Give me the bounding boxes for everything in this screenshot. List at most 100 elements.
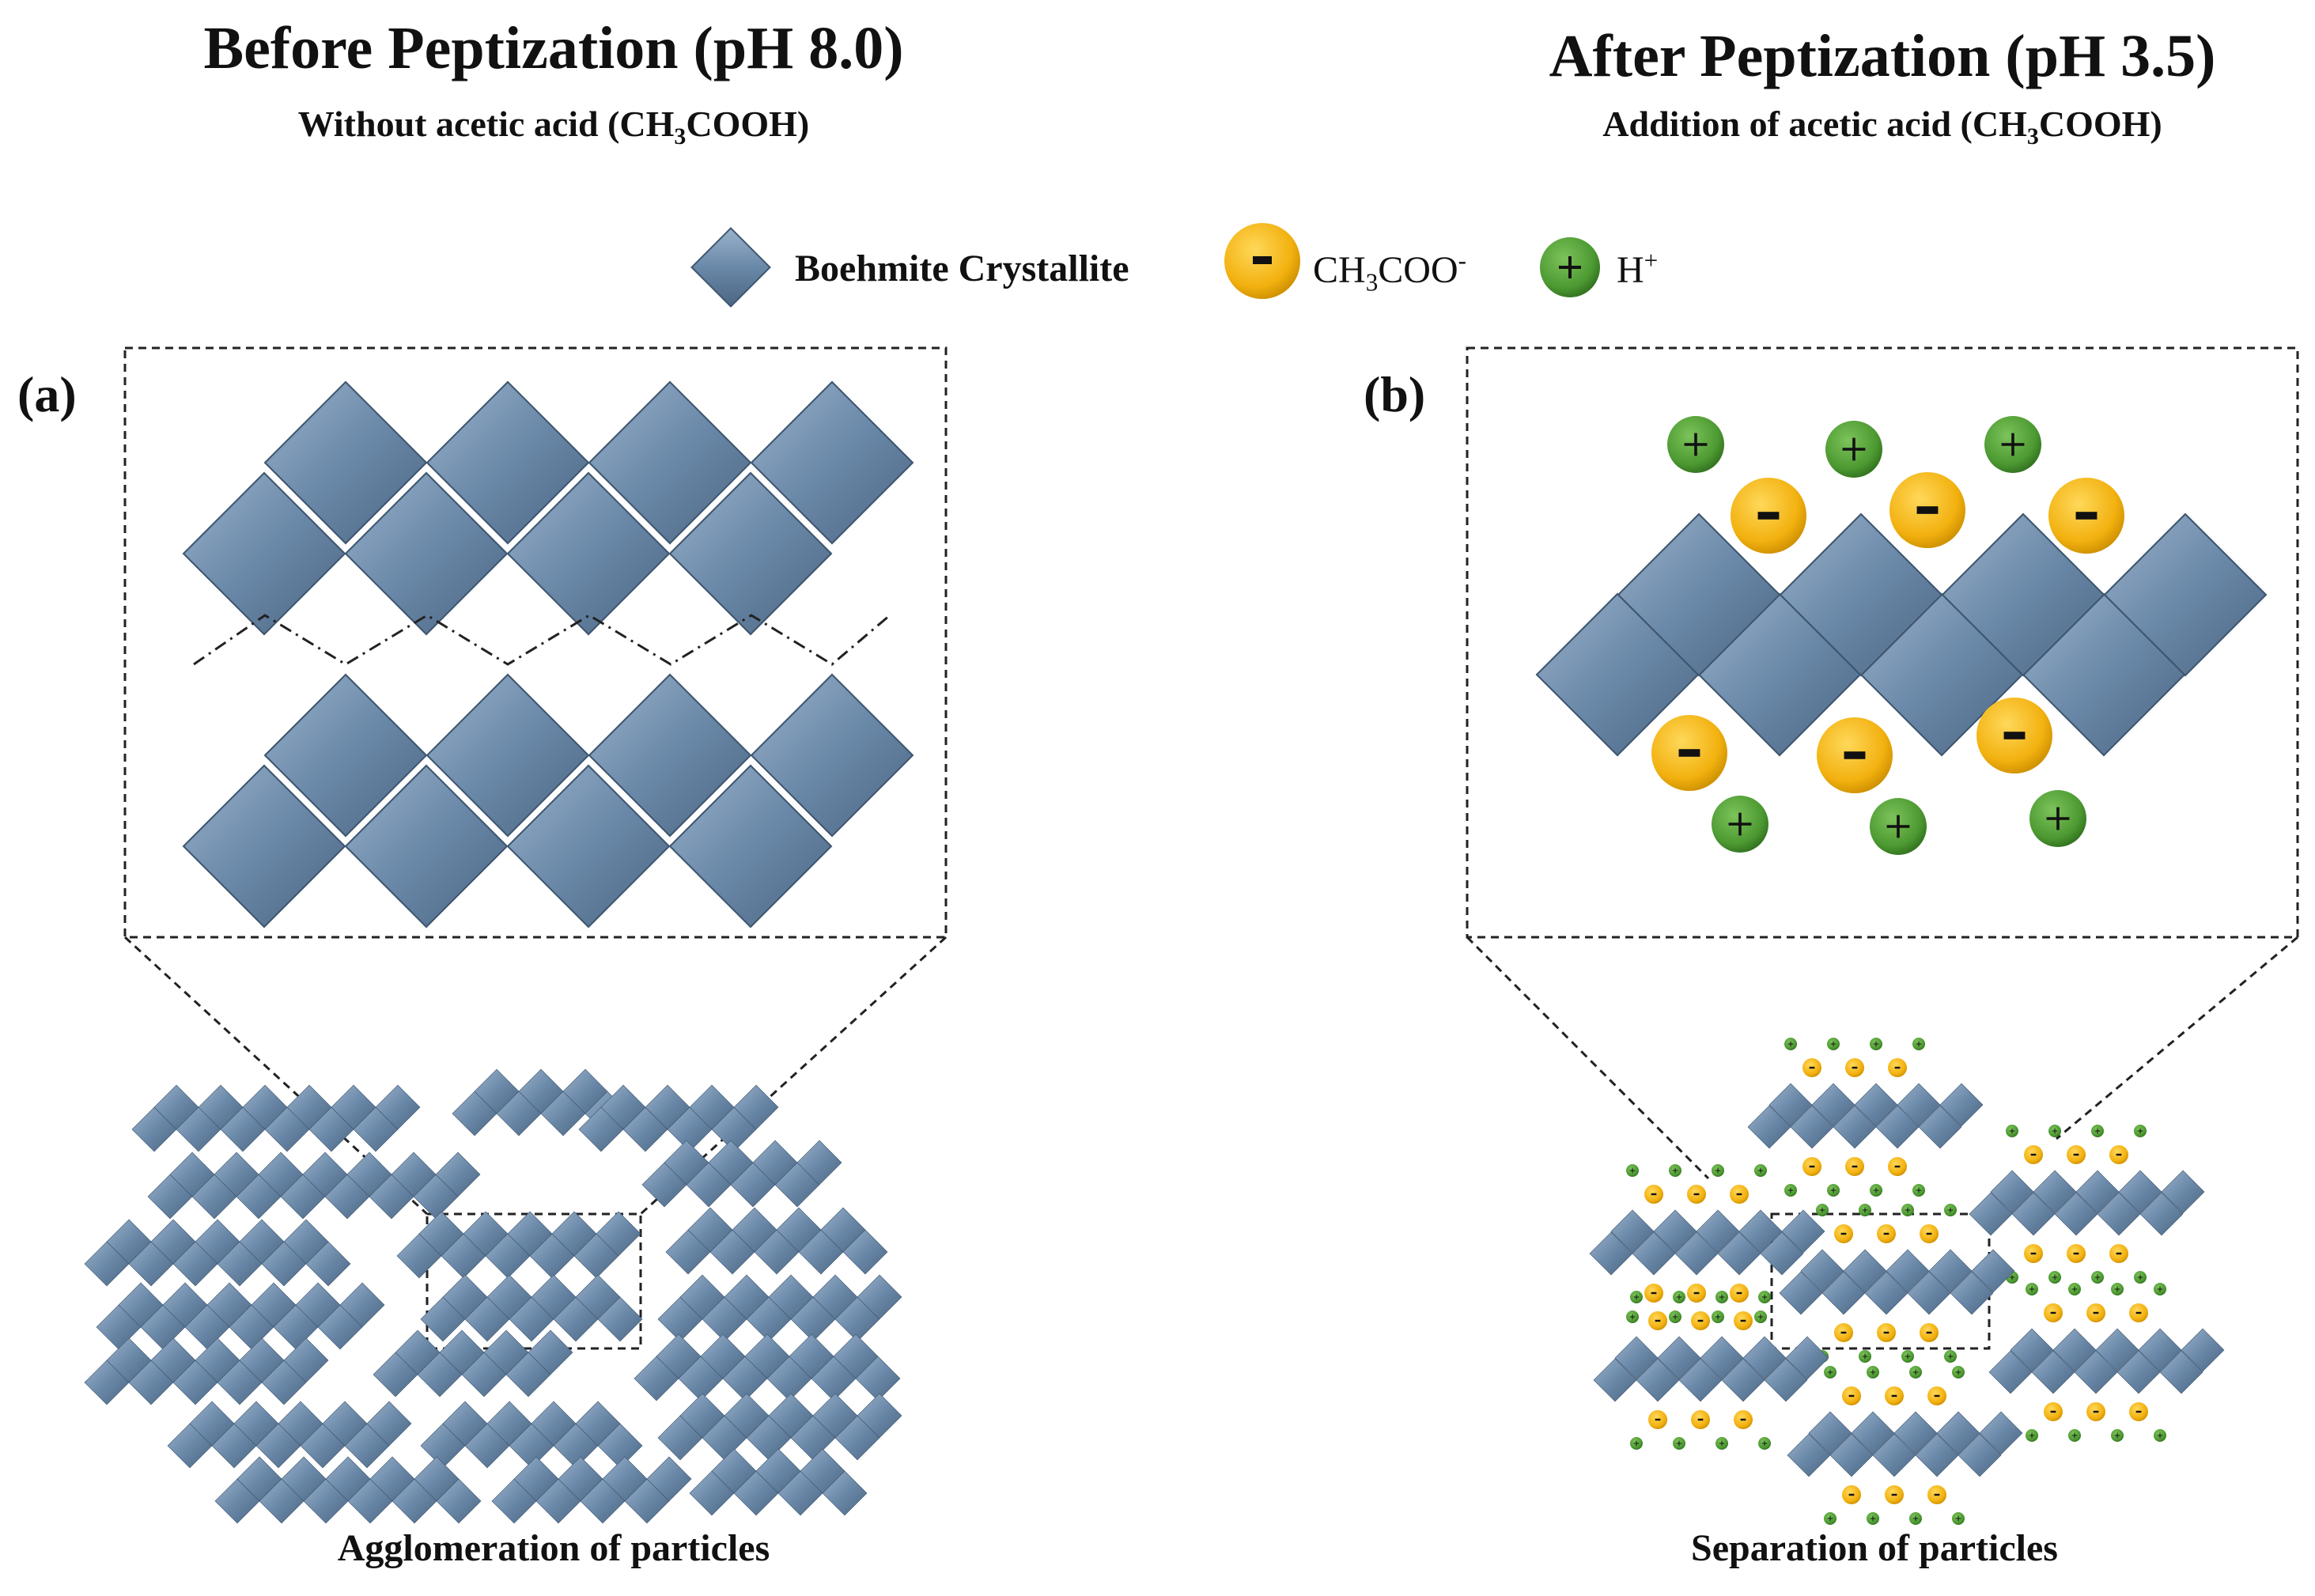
crystallite bbox=[2161, 1170, 2205, 1214]
crystallite bbox=[339, 1282, 385, 1328]
crystallite bbox=[1779, 512, 1943, 677]
cation-icon bbox=[1626, 1310, 1639, 1323]
crystallite bbox=[1833, 1105, 1877, 1149]
crystallite bbox=[1939, 1083, 1984, 1127]
anion-icon bbox=[1976, 698, 2052, 773]
agglomerate-row bbox=[634, 1333, 901, 1401]
cation-icon bbox=[1669, 1310, 1681, 1323]
anion-icon bbox=[1802, 1157, 1821, 1176]
anion-icon bbox=[1730, 1284, 1749, 1303]
separated-particle bbox=[1787, 1366, 2023, 1525]
crystallite bbox=[1653, 1209, 1697, 1254]
hydrogen-bond-line bbox=[193, 614, 891, 666]
agglomerate-row bbox=[147, 1152, 481, 1220]
crystallite bbox=[1988, 1350, 2033, 1394]
crystallite bbox=[2052, 1328, 2097, 1372]
crystallite bbox=[2011, 1192, 2056, 1236]
crystallite bbox=[646, 1456, 692, 1502]
panel-label-a: (a) bbox=[17, 366, 77, 422]
crystallite bbox=[182, 471, 346, 636]
anion-icon bbox=[1834, 1224, 1853, 1243]
crystallite bbox=[1990, 1170, 2034, 1214]
left-title: Before Peptization (pH 8.0) bbox=[203, 15, 904, 81]
cation-icon bbox=[1944, 1204, 1957, 1216]
separated-particle bbox=[1969, 1125, 2205, 1284]
anion-icon bbox=[1845, 1058, 1864, 1077]
separated-particles bbox=[1589, 1038, 2225, 1525]
cation-icon bbox=[1758, 1437, 1771, 1450]
crystallite bbox=[2054, 1192, 2098, 1236]
cation-icon bbox=[1824, 1512, 1836, 1525]
crystallite bbox=[2075, 1170, 2120, 1214]
anion-icon bbox=[2109, 1244, 2128, 1263]
crystallite bbox=[1747, 1105, 1791, 1149]
crystallite bbox=[1657, 1336, 1701, 1380]
crystallite bbox=[1872, 1433, 1916, 1477]
agglomerate-row bbox=[214, 1456, 482, 1524]
cation-icon bbox=[1859, 1350, 1871, 1363]
cation-icon bbox=[2154, 1429, 2166, 1442]
left-subtitle: Without acetic acid (CH3COOH) bbox=[297, 104, 810, 150]
cation-icon bbox=[1784, 1184, 1797, 1197]
cation-icon bbox=[1667, 416, 1724, 473]
cation-icon bbox=[1867, 1366, 1879, 1379]
crystallite bbox=[1589, 1231, 1633, 1276]
zoom-a-hydrogen-bond-lines bbox=[193, 614, 891, 666]
crystallite bbox=[1614, 1336, 1659, 1380]
crystallite bbox=[283, 1337, 329, 1383]
crystallite bbox=[506, 764, 671, 928]
anion-icon bbox=[2024, 1145, 2043, 1164]
cation-icon bbox=[1712, 1164, 1724, 1177]
cation-icon bbox=[2134, 1271, 2147, 1284]
crystallite bbox=[2139, 1192, 2184, 1236]
crystallite bbox=[344, 471, 509, 636]
anion-icon bbox=[1920, 1323, 1939, 1342]
cation-icon bbox=[1901, 1350, 1914, 1363]
anion-icon bbox=[1845, 1157, 1864, 1176]
legend-crystallite-label: Boehmite Crystallite bbox=[795, 248, 1129, 289]
agglomerate-row bbox=[96, 1282, 385, 1350]
crystallite bbox=[2031, 1350, 2075, 1394]
crystallite bbox=[796, 1140, 842, 1186]
legend-anion-icon bbox=[1224, 223, 1300, 299]
crystallite bbox=[1843, 1249, 1887, 1293]
crystallite bbox=[668, 471, 833, 636]
cation-icon bbox=[2068, 1429, 2081, 1442]
cation-icon bbox=[1758, 1291, 1771, 1303]
crystallite bbox=[1821, 1271, 1866, 1315]
crystallite bbox=[305, 1241, 351, 1287]
crystallite bbox=[842, 1229, 888, 1275]
cation-icon bbox=[1825, 421, 1882, 478]
cation-icon bbox=[1870, 1184, 1882, 1197]
anion-icon bbox=[1644, 1185, 1663, 1204]
anion-icon bbox=[2129, 1303, 2148, 1322]
crystallite bbox=[822, 1470, 868, 1516]
cation-icon bbox=[1952, 1366, 1965, 1379]
cation-icon bbox=[1816, 1204, 1829, 1216]
anion-icon bbox=[2048, 478, 2124, 554]
separated-particle bbox=[1779, 1204, 2015, 1363]
legend-cation-icon bbox=[1540, 237, 1600, 297]
crystallite bbox=[1875, 1105, 1920, 1149]
crystallite-row bbox=[1535, 512, 2268, 757]
crystallite bbox=[2138, 1328, 2182, 1372]
separated-particle bbox=[1747, 1038, 1984, 1197]
crystallite bbox=[1928, 1249, 1973, 1293]
anion-icon bbox=[2086, 1402, 2105, 1421]
crystallite bbox=[668, 764, 833, 928]
crystallite bbox=[1936, 1411, 1980, 1455]
agglomerate-row bbox=[167, 1401, 412, 1469]
cation-icon bbox=[1870, 1038, 1882, 1050]
crystallite bbox=[1800, 1249, 1844, 1293]
crystallite bbox=[426, 673, 590, 838]
crystallite bbox=[1696, 1209, 1740, 1254]
crystallite bbox=[1811, 1083, 1855, 1127]
cation-icon bbox=[1824, 1366, 1836, 1379]
crystallite bbox=[506, 471, 671, 636]
cation-icon bbox=[1909, 1512, 1922, 1525]
cation-icon bbox=[1952, 1512, 1965, 1525]
anion-icon bbox=[1877, 1323, 1896, 1342]
panel-label-b: (b) bbox=[1364, 366, 1426, 422]
crystallite-row bbox=[182, 380, 914, 636]
